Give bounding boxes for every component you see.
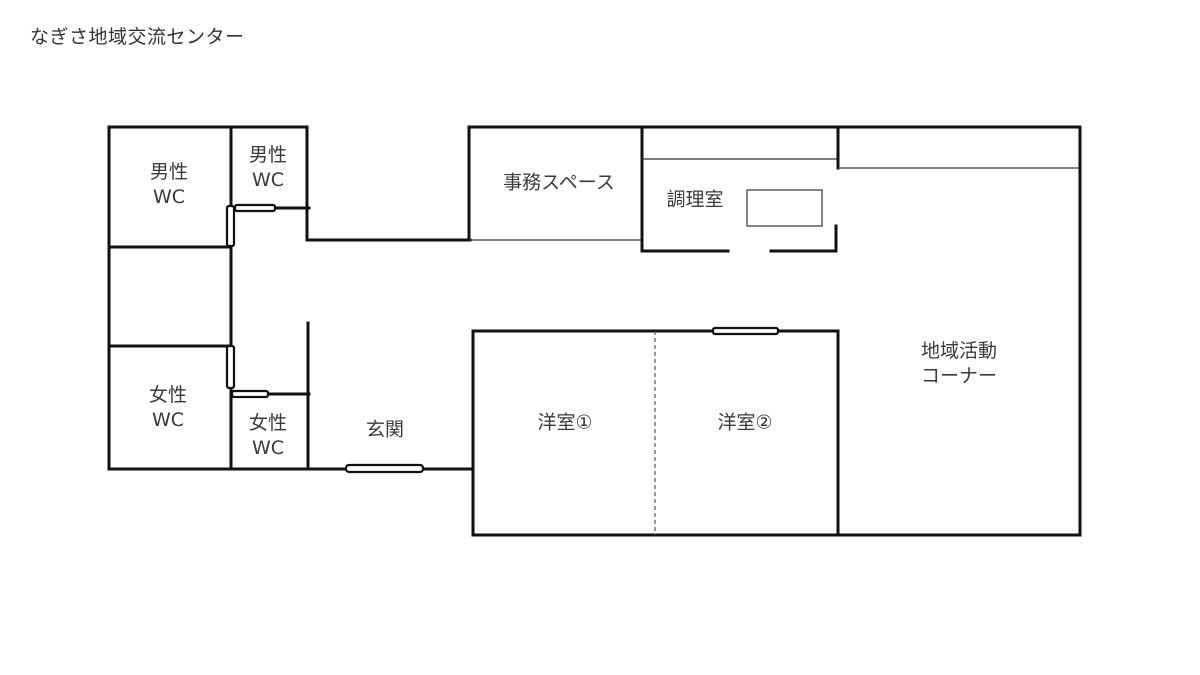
room-kitchen: 調理室: [666, 188, 724, 211]
room-western-1: 洋室①: [537, 411, 593, 434]
room-male-wc-2: 男性 WC: [249, 143, 287, 193]
room-label: WC: [151, 409, 185, 431]
room-male-wc-1: 男性 WC: [150, 160, 188, 210]
page-title: なぎさ地域交流センター: [30, 26, 245, 48]
room-community-corner: 地域活動 コーナー: [921, 339, 997, 389]
room-female-wc-2: 女性 WC: [249, 411, 287, 461]
door-female-wc-2: [230, 389, 270, 399]
entrance-door: [344, 463, 425, 474]
room-label: WC: [152, 186, 186, 208]
room-entrance: 玄関: [365, 418, 405, 441]
kitchen-counter: [746, 189, 823, 227]
room-label: 女性: [248, 412, 288, 434]
room-label: WC: [251, 169, 285, 191]
room-label: WC: [251, 437, 285, 459]
door-male-wc-2: [233, 203, 277, 213]
door-female-wc-1: [225, 344, 236, 390]
room-label: 男性: [248, 144, 288, 166]
room-label: 女性: [148, 384, 188, 406]
door-western-room-2: [711, 326, 780, 336]
room-label: コーナー: [920, 365, 998, 387]
room-office: 事務スペース: [503, 171, 615, 194]
room-label: 地域活動: [920, 340, 998, 362]
room-western-2: 洋室②: [717, 411, 773, 434]
room-female-wc-1: 女性 WC: [149, 383, 187, 433]
room-label: 男性: [149, 161, 189, 183]
door-male-wc-1: [225, 204, 236, 248]
